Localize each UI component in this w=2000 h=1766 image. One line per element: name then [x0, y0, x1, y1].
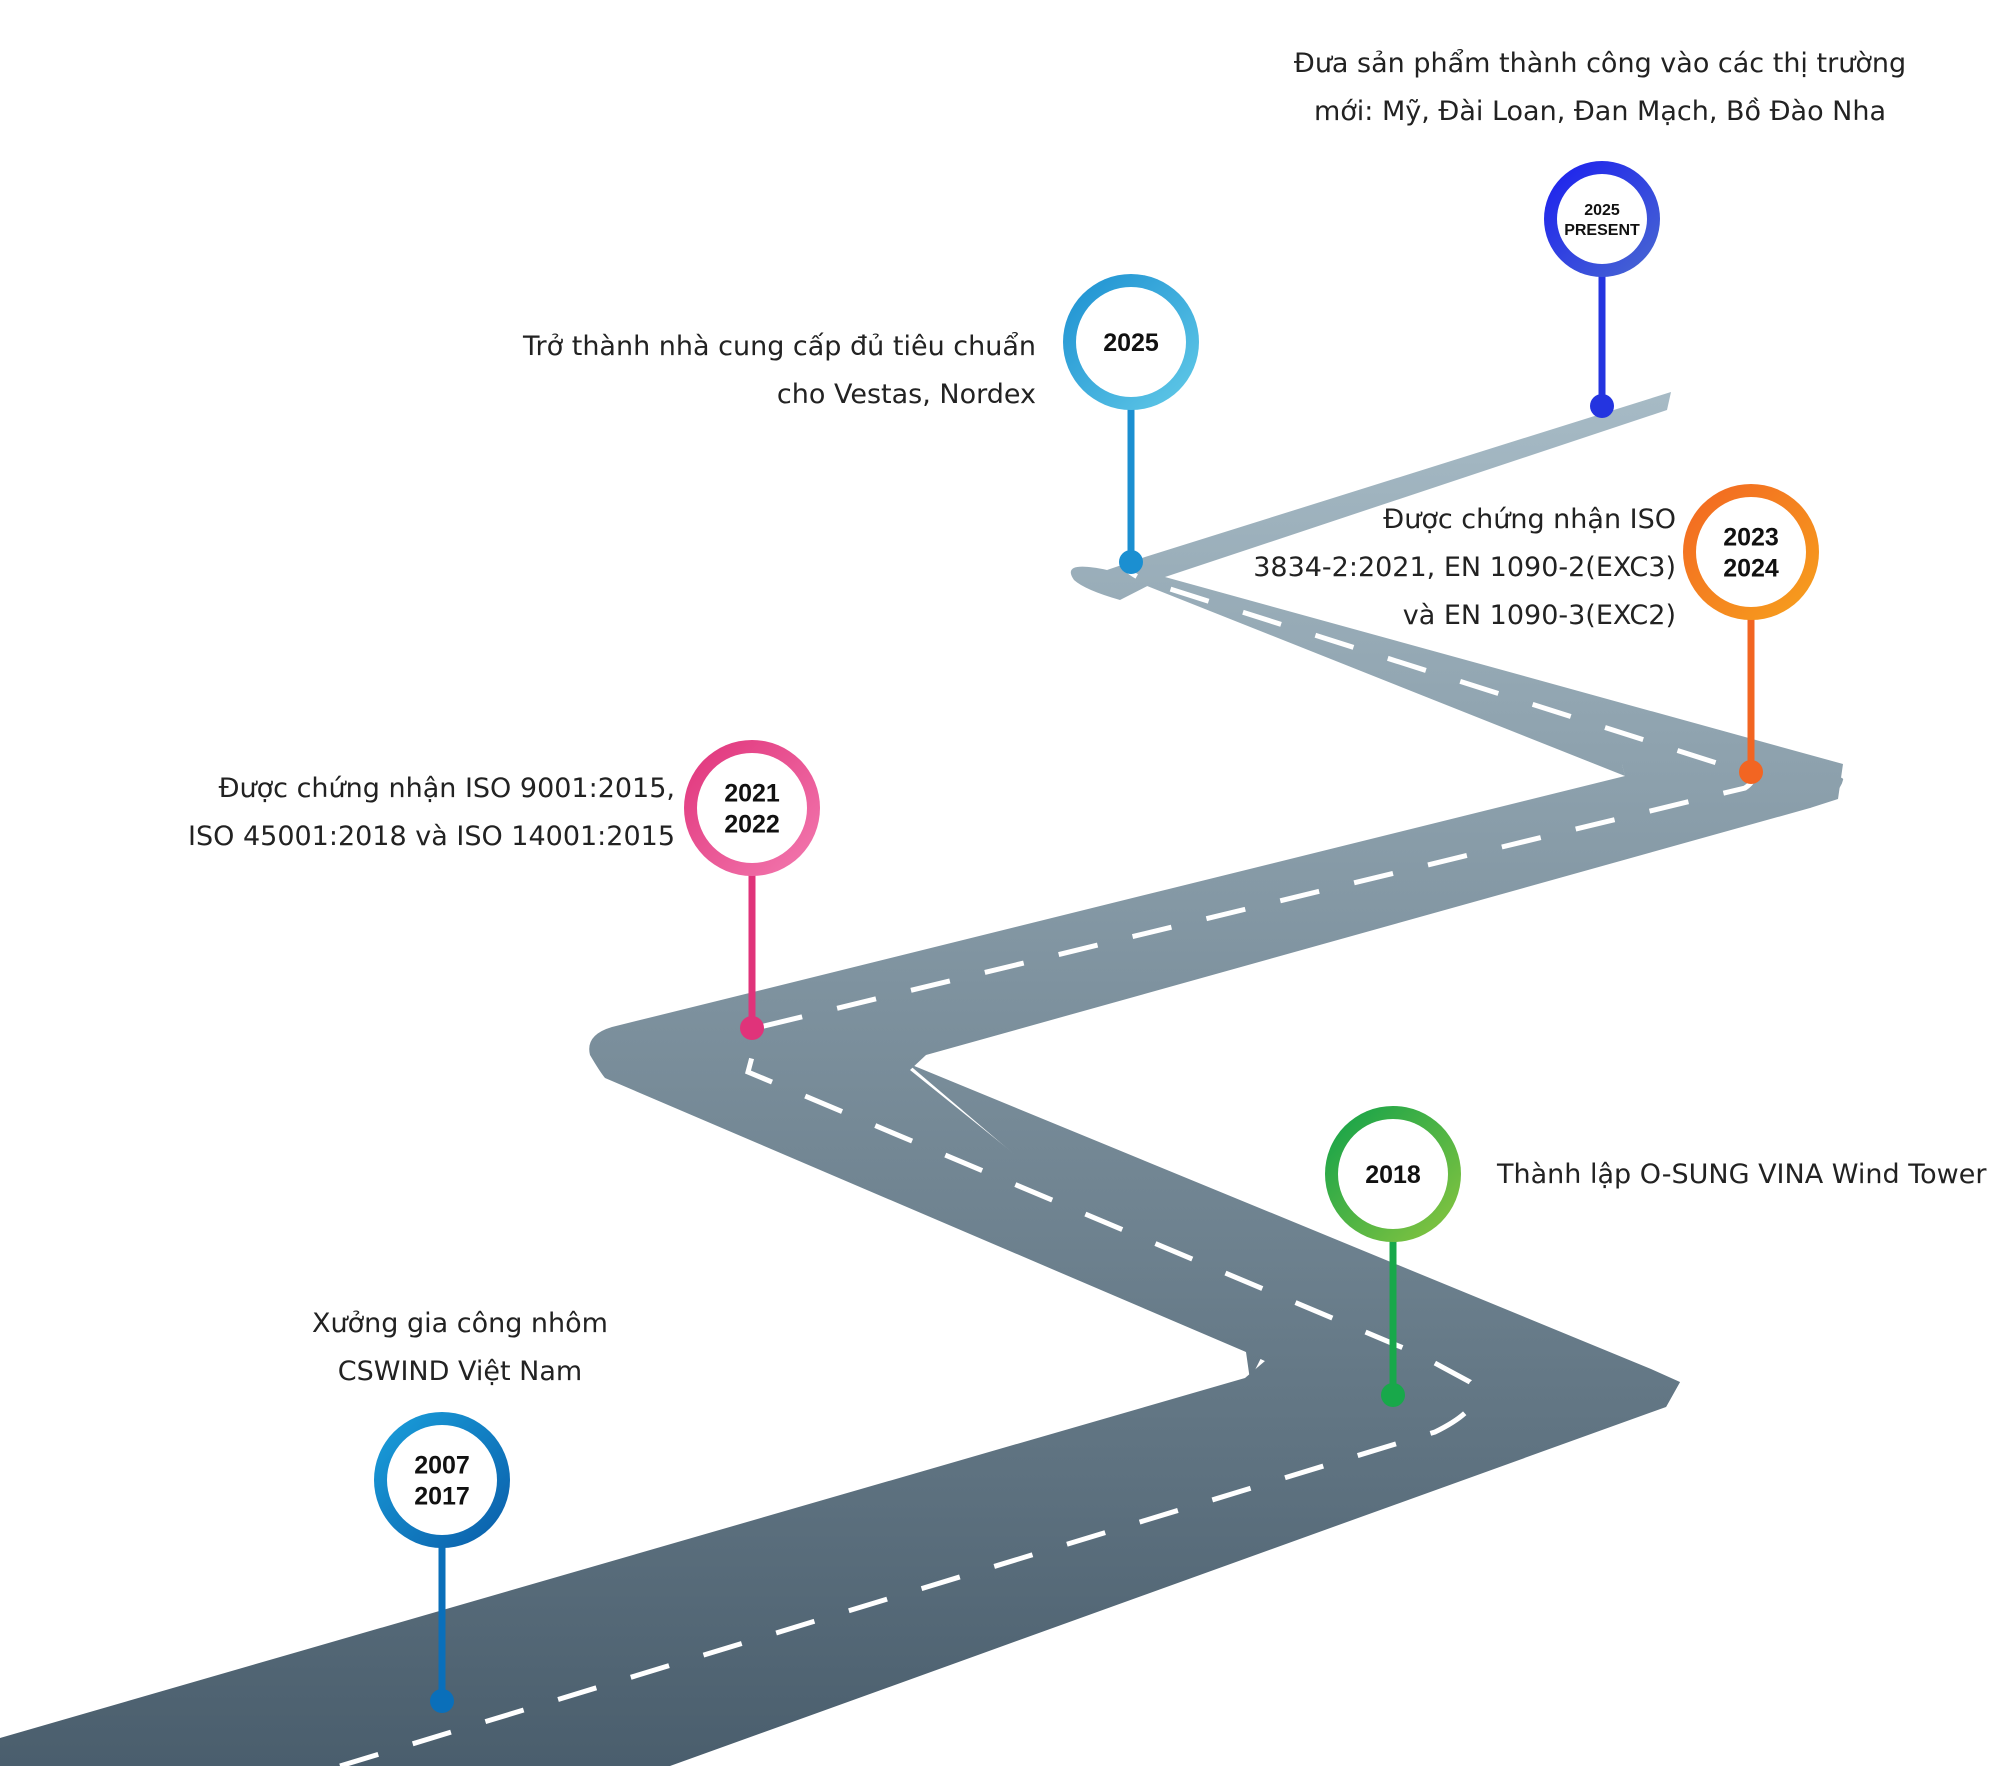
milestone-pin-m2018: 2018: [1325, 1106, 1461, 1407]
road-segment-4: [1107, 392, 1843, 776]
road-segment-1: [0, 1063, 1680, 1766]
year-label: 2022: [724, 811, 780, 839]
year-badge-face: [387, 1425, 497, 1535]
caption-line: ISO 45001:2018 và ISO 14001:2015: [188, 821, 675, 852]
caption-line: Trở thành nhà cung cấp đủ tiêu chuẩn: [523, 331, 1036, 362]
caption-2007-2017: Xưởng gia công nhôm CSWIND Việt Nam: [280, 1300, 640, 1396]
pin-anchor-dot: [740, 1016, 764, 1040]
milestone-pins: 200720172018202120222023202420252025PRES…: [374, 161, 1819, 1713]
caption-line: CSWIND Việt Nam: [337, 1356, 583, 1387]
caption-line: Được chứng nhận ISO 9001:2015,: [218, 773, 675, 804]
caption-2025: Trở thành nhà cung cấp đủ tiêu chuẩn cho…: [470, 323, 1036, 419]
pin-anchor-dot: [430, 1689, 454, 1713]
caption-line: mới: Mỹ, Đài Loan, Đan Mạch, Bồ Đào Nha: [1313, 96, 1887, 127]
caption-line: Đưa sản phẩm thành công vào các thị trườ…: [1293, 48, 1907, 79]
year-label: 2021: [724, 779, 780, 807]
year-label: 2017: [414, 1483, 470, 1511]
year-badge-face: [1338, 1119, 1448, 1229]
milestone-pin-m2025: 2025: [1063, 274, 1199, 574]
year-label: 2025: [1103, 329, 1159, 357]
year-label: 2025: [1584, 202, 1620, 219]
caption-line: Xưởng gia công nhôm: [312, 1308, 608, 1339]
caption-2023-2024: Được chứng nhận ISO 3834-2:2021, EN 1090…: [1230, 496, 1676, 640]
year-badge-face: [697, 753, 807, 863]
milestone-pin-m2007: 2007 2017: [374, 1412, 510, 1713]
caption-line: Thành lập O-SUNG VINA Wind Tower: [1497, 1159, 1987, 1190]
road-turn-left: [589, 1027, 926, 1078]
year-label: 2018: [1365, 1161, 1421, 1189]
year-badge-face: [1557, 174, 1647, 264]
year-label: 2023: [1723, 523, 1779, 551]
pin-anchor-dot: [1119, 550, 1143, 574]
milestone-pin-m2023: 2023 2024: [1683, 484, 1819, 784]
pin-anchor-dot: [1739, 760, 1763, 784]
road-segment-2: [1246, 1352, 1680, 1407]
year-label: 2007: [414, 1451, 470, 1479]
year-badge-face: [1696, 497, 1806, 607]
caption-line: và EN 1090-3(EXC2): [1402, 600, 1676, 631]
caption-2025-present: Đưa sản phẩm thành công vào các thị trườ…: [1280, 40, 1920, 136]
caption-2018: Thành lập O-SUNG VINA Wind Tower: [1497, 1151, 1997, 1199]
caption-line: Được chứng nhận ISO: [1383, 504, 1676, 535]
year-label: PRESENT: [1564, 222, 1640, 239]
year-badge-face: [1076, 287, 1186, 397]
winding-road: [0, 392, 1844, 1766]
year-label: 2024: [1723, 555, 1779, 583]
milestone-pin-m2021: 2021 2022: [684, 740, 820, 1040]
caption-2021-2022: Được chứng nhận ISO 9001:2015, ISO 45001…: [130, 765, 675, 861]
road-segment-3: [605, 764, 1843, 1380]
road-turn-top: [1070, 566, 1165, 600]
caption-line: 3834-2:2021, EN 1090-2(EXC3): [1253, 552, 1676, 583]
pin-anchor-dot: [1590, 394, 1614, 418]
caption-line: cho Vestas, Nordex: [776, 379, 1036, 410]
pin-anchor-dot: [1381, 1383, 1405, 1407]
road-turn-right: [1622, 764, 1844, 808]
